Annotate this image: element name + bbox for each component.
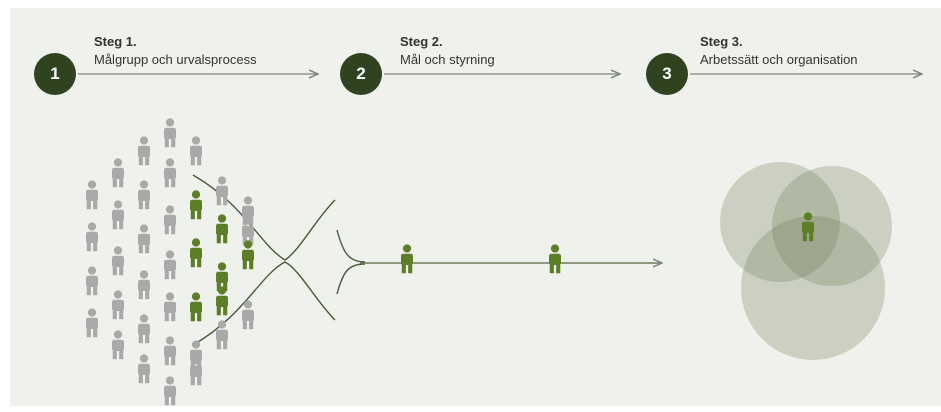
step-1-heading: Steg 1. <box>94 34 137 49</box>
step-2-label: Mål och styrning <box>400 52 495 67</box>
person-icon <box>112 158 124 188</box>
person-icon <box>164 376 176 406</box>
person-icon <box>138 354 150 384</box>
person-icon <box>164 250 176 280</box>
person-icon <box>216 176 228 206</box>
person-icon <box>86 308 98 338</box>
person-icon <box>138 136 150 166</box>
people-group <box>86 118 814 406</box>
step-2-number-badge: 2 <box>340 53 382 95</box>
step-1-number-badge: 1 <box>34 53 76 95</box>
person-icon-selected <box>190 292 202 322</box>
person-icon-selected <box>401 244 413 274</box>
person-icon <box>164 158 176 188</box>
person-icon <box>138 224 150 254</box>
person-icon <box>86 180 98 210</box>
person-icon-selected <box>216 214 228 244</box>
overlapping-circles <box>720 162 892 360</box>
funnel-outlet-curve-lower <box>336 263 366 295</box>
person-icon <box>190 136 202 166</box>
funnel-upper-curve <box>192 174 336 261</box>
step-3-heading: Steg 3. <box>700 34 743 49</box>
person-icon <box>112 290 124 320</box>
person-icon-selected <box>549 244 561 274</box>
step-1-label: Målgrupp och urvalsprocess <box>94 52 257 67</box>
circle-left <box>720 162 840 282</box>
circle-right <box>772 166 892 286</box>
person-icon <box>112 246 124 276</box>
person-icon <box>86 266 98 296</box>
person-icon <box>216 320 228 350</box>
person-icon <box>138 314 150 344</box>
person-icon <box>190 340 202 370</box>
funnel-outlet-curve <box>336 229 366 263</box>
person-icon <box>112 200 124 230</box>
person-icon <box>112 330 124 360</box>
person-icon-selected <box>190 190 202 220</box>
person-icon <box>164 205 176 235</box>
person-icon-selected <box>190 238 202 268</box>
person-icon <box>164 118 176 148</box>
funnel-lower-curve <box>192 261 336 346</box>
person-icon <box>138 180 150 210</box>
step-2-heading: Steg 2. <box>400 34 443 49</box>
step-3-number-badge: 3 <box>646 53 688 95</box>
step-3-label: Arbetssätt och organisation <box>700 52 858 67</box>
person-icon <box>242 300 254 330</box>
person-icon <box>86 222 98 252</box>
person-icon <box>164 336 176 366</box>
person-icon <box>164 292 176 322</box>
circle-bottom <box>741 216 885 360</box>
person-icon <box>138 270 150 300</box>
